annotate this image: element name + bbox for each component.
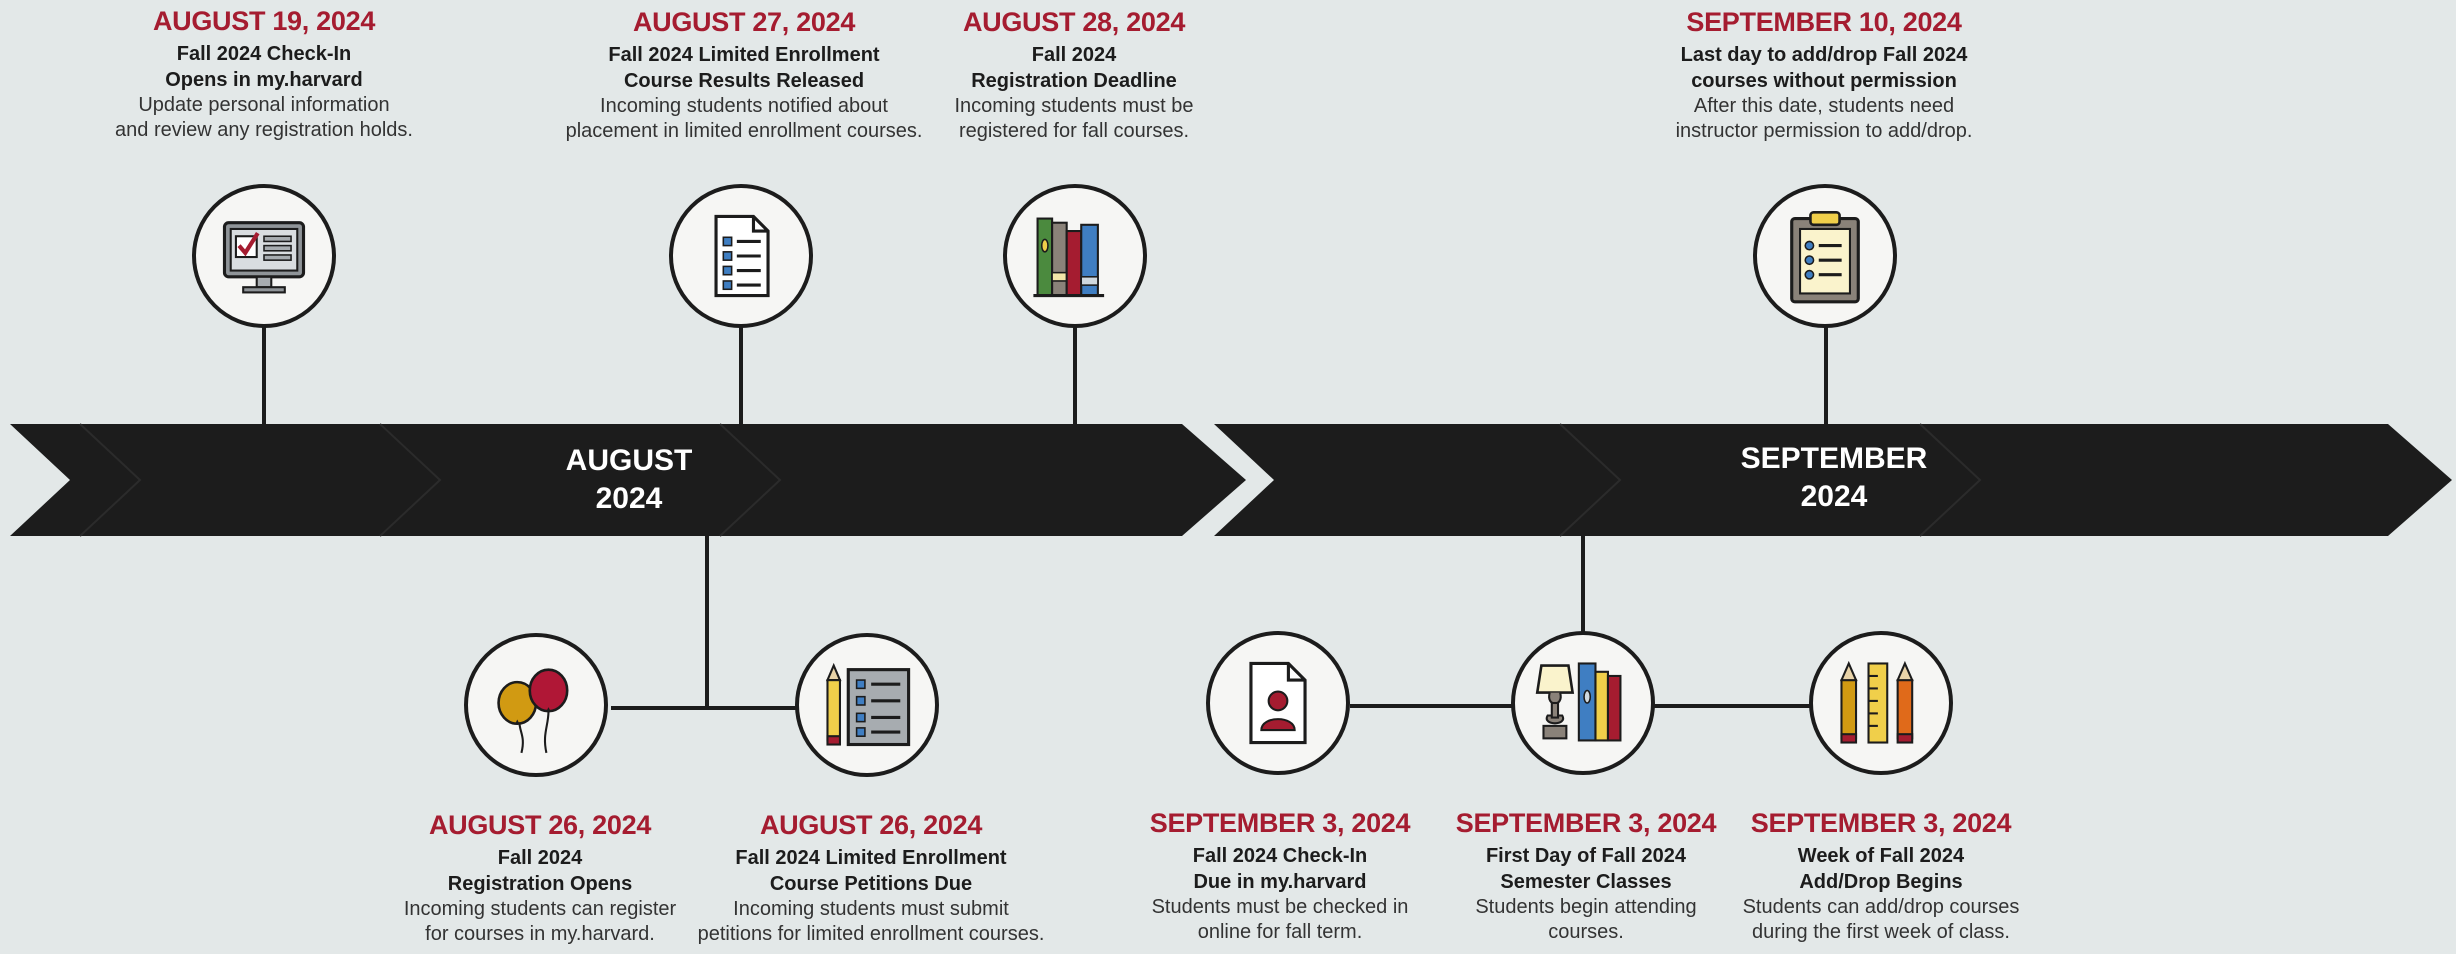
event-date: AUGUST 28, 2024 [962,7,1186,37]
pencils-ruler-icon [1839,660,1914,744]
event-circle [1206,631,1350,775]
event-desc-line1: Incoming students must be [954,95,1194,117]
event-date: AUGUST 26, 2024 [428,810,652,840]
event-aug28-registration-deadline: AUGUST 28, 2024 Fall 2024 Registration D… [864,6,1284,144]
arrow-segment-marks [79,423,1982,537]
computer-checkmark-icon [222,221,306,294]
month-name: AUGUST [565,444,693,477]
event-title-line1: Fall 2024 Limited Enrollment [735,847,1007,869]
month-label-september: SEPTEMBER 2024 [1714,440,1954,516]
clipboard-checklist-icon [1790,211,1860,304]
event-circle [1511,631,1655,775]
event-desc-line2: for courses in my.harvard. [425,923,655,945]
event-title-line1: Fall 2024 [497,847,583,869]
event-desc-line1: Incoming students must submit [733,898,1009,920]
event-title-line1: First Day of Fall 2024 [1485,845,1687,867]
event-aug26-limited-petitions: AUGUST 26, 2024 Fall 2024 Limited Enroll… [661,809,1081,947]
event-circle [795,633,939,777]
event-title-line2: Registration Opens [447,873,633,895]
month-name: SEPTEMBER [1740,442,1928,475]
event-desc-line1: Students begin attending [1475,896,1697,918]
september-arrow [1214,424,2452,536]
event-circle [1809,631,1953,775]
event-desc-line2: petitions for limited enrollment courses… [697,923,1045,945]
event-title-line2: Add/Drop Begins [1799,871,1963,893]
books-icon [1033,217,1105,298]
event-date: SEPTEMBER 3, 2024 [1455,808,1717,838]
august-arrow [10,424,1246,536]
month-year: 2024 [1800,480,1868,513]
event-desc-line2: registered for fall courses. [958,120,1190,142]
profile-document-icon [1249,661,1307,745]
event-desc-line2: online for fall term. [1197,921,1363,943]
event-date: SEPTEMBER 3, 2024 [1149,808,1411,838]
event-title-line1: Fall 2024 [1031,44,1117,66]
event-title-line2: Registration Deadline [971,70,1177,92]
event-desc-line2: and review any registration holds. [115,119,413,141]
event-desc-line1: Students must be checked in [1151,896,1409,918]
event-title-line2: courses without permission [1691,70,1957,92]
event-date: SEPTEMBER 10, 2024 [1686,7,1962,37]
event-desc-line1: Update personal information [138,94,390,116]
event-sep3-check-in-due: SEPTEMBER 3, 2024 Fall 2024 Check-In Due… [1070,807,1490,945]
event-title-line1: Fall 2024 Check-In [1192,845,1368,867]
event-desc-line2: during the first week of class. [1752,921,2010,943]
event-title-line1: Last day to add/drop Fall 2024 [1680,44,1968,66]
event-date: AUGUST 27, 2024 [632,7,856,37]
event-desc-line1: Incoming students notified about [600,95,888,117]
event-desc-line2: placement in limited enrollment courses. [565,120,923,142]
event-sep10-add-drop-last-day: SEPTEMBER 10, 2024 Last day to add/drop … [1614,6,2034,144]
event-desc-line2: courses. [1548,921,1624,943]
balloons-icon [497,668,569,754]
connector-lines [262,326,1828,710]
event-desc-line1: Incoming students can register [403,898,677,920]
event-date: AUGUST 26, 2024 [759,810,983,840]
event-aug27-limited-results: AUGUST 27, 2024 Fall 2024 Limited Enroll… [534,6,954,144]
event-circle [1003,184,1147,328]
pencil-list-icon [825,662,911,747]
event-sep3-add-drop-begins: SEPTEMBER 3, 2024 Week of Fall 2024 Add/… [1671,807,2091,945]
document-list-icon [714,214,770,298]
event-sep3-first-day-classes: SEPTEMBER 3, 2024 First Day of Fall 2024… [1376,807,1796,945]
lamp-books-icon [1535,662,1622,742]
event-circle [464,633,608,777]
event-date: AUGUST 19, 2024 [152,6,376,36]
event-title-line2: Opens in my.harvard [165,69,363,91]
event-title-line1: Week of Fall 2024 [1797,845,1965,867]
event-desc-line2: instructor permission to add/drop. [1675,120,1973,142]
event-title-line1: Fall 2024 Limited Enrollment [608,44,880,66]
event-desc-line1: After this date, students need [1693,95,1955,117]
month-year: 2024 [595,482,663,515]
event-title-line2: Semester Classes [1500,871,1672,893]
month-label-august: AUGUST 2024 [509,442,749,518]
event-circle [669,184,813,328]
event-date: SEPTEMBER 3, 2024 [1750,808,2012,838]
event-aug19-check-in-opens: AUGUST 19, 2024 Fall 2024 Check-In Opens… [54,5,474,143]
event-title-line2: Course Results Released [623,70,865,92]
event-title-line1: Fall 2024 Check-In [176,43,352,65]
event-circle [192,184,336,328]
event-title-line2: Course Petitions Due [769,873,973,895]
event-circle [1753,184,1897,328]
event-desc-line1: Students can add/drop courses [1742,896,2020,918]
event-aug26-registration-opens: AUGUST 26, 2024 Fall 2024 Registration O… [330,809,750,947]
event-title-line2: Due in my.harvard [1193,871,1367,893]
